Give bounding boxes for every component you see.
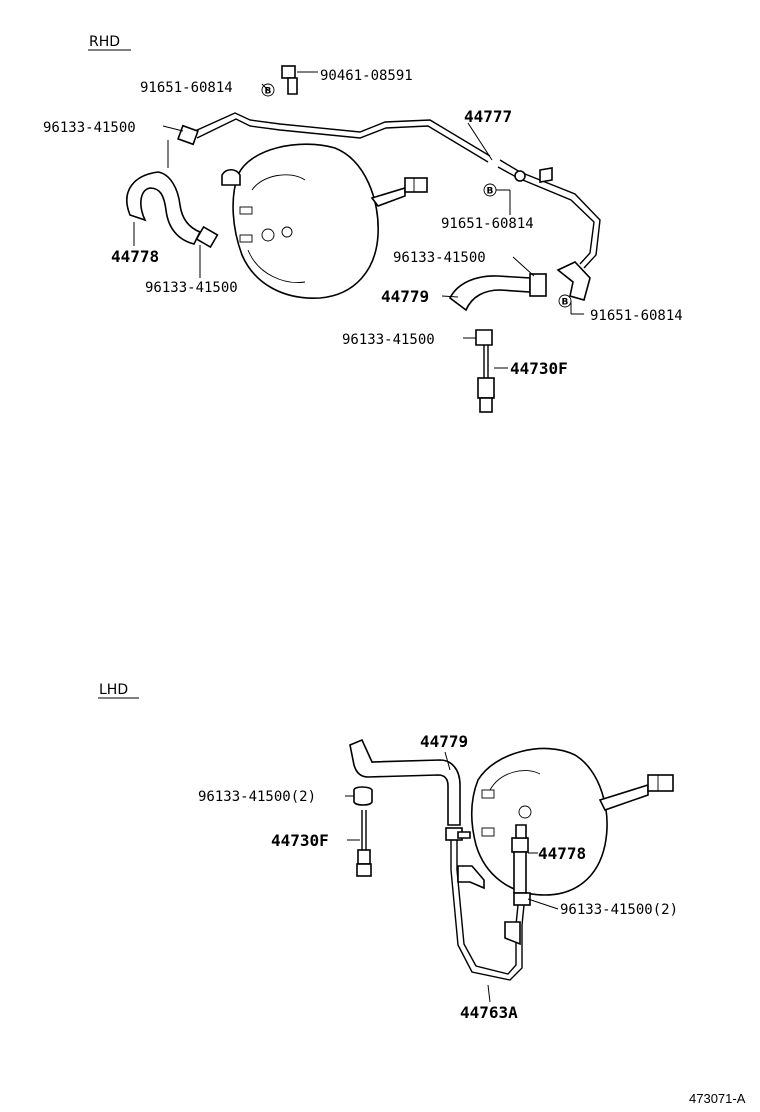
b-mark-label: B — [265, 87, 272, 97]
lhd-label-44779-hose: 44779 — [420, 732, 468, 751]
lhd-label-96133-clamp: 96133-41500(2) — [560, 902, 678, 918]
lhd-label-96133-clamp: 96133-41500(2) — [198, 789, 316, 805]
rhd-label-44730F-valve: 44730F — [510, 359, 568, 378]
rhd-b-clip-3: B — [558, 294, 572, 308]
rhd-brake-booster — [221, 143, 428, 299]
rhd-hose-44777 — [194, 112, 601, 269]
lhd-hose-44778 — [511, 824, 531, 906]
lhd-label-44730F-valve: 44730F — [271, 831, 329, 850]
rhd-label-96133-clamp: 96133-41500 — [43, 120, 136, 136]
rhd-label-44779-hose: 44779 — [381, 287, 429, 306]
rhd-label-90461-connector: 90461-08591 — [320, 68, 413, 84]
rhd-connector-90461 — [281, 65, 318, 95]
b-mark-label: B — [487, 187, 494, 197]
lhd-label-44763A-tube: 44763A — [460, 1003, 518, 1022]
b-mark-label: B — [562, 298, 569, 308]
lhd-title: LHD — [99, 682, 128, 698]
rhd-section: RHD — [43, 34, 683, 413]
lhd-brake-booster — [470, 747, 674, 896]
lhd-tube-44763A — [450, 840, 525, 981]
rhd-hose-44779 — [448, 261, 591, 312]
rhd-label-91651-clip: 91651-60814 — [441, 216, 534, 232]
rhd-title: RHD — [89, 34, 120, 50]
rhd-label-96133-clamp: 96133-41500 — [145, 280, 238, 296]
rhd-label-96133-clamp: 96133-41500 — [342, 332, 435, 348]
lhd-label-44778-hose: 44778 — [538, 844, 586, 863]
rhd-valve-44730F — [475, 329, 495, 413]
lhd-valve-44730F — [353, 786, 373, 877]
rhd-leader-lines — [133, 83, 584, 369]
lhd-leader-lines — [345, 751, 559, 1003]
lhd-section: LHD — [98, 682, 678, 1022]
rhd-hose-44778 — [126, 124, 219, 249]
rhd-label-44777-hose: 44777 — [464, 107, 512, 126]
rhd-b-clip-1: B — [261, 83, 275, 97]
rhd-label-96133-clamp: 96133-41500 — [393, 250, 486, 266]
rhd-label-44778-hose: 44778 — [111, 247, 159, 266]
rhd-label-91651-clip: 91651-60814 — [590, 308, 683, 324]
lhd-hose-44779 — [349, 738, 471, 841]
rhd-b-clip-2: B — [483, 183, 497, 197]
figure-number: 473071-A — [689, 1091, 746, 1106]
rhd-label-91651-clip: 91651-60814 — [140, 80, 233, 96]
